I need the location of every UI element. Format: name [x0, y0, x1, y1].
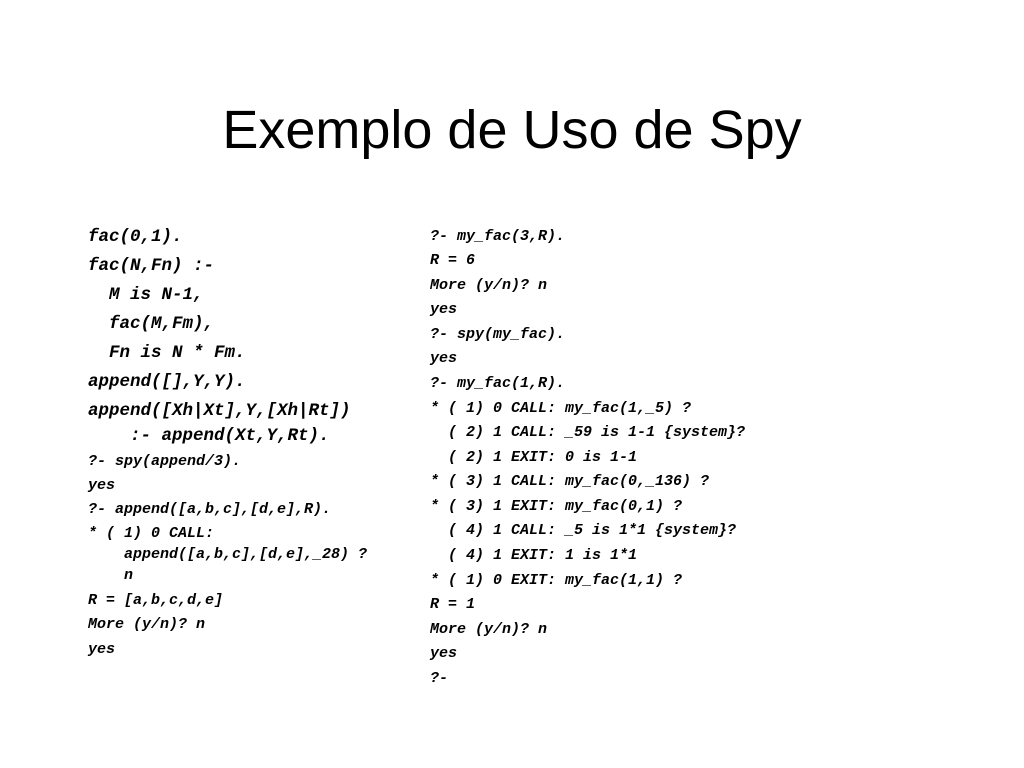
- code-line: yes: [430, 645, 458, 662]
- code-line: append([a,b,c],[d,e],_28) ?: [88, 546, 368, 563]
- code-line: ?- append([a,b,c],[d,e],R).: [88, 501, 332, 518]
- code-line: fac(0,1).: [88, 227, 183, 247]
- code-line: ( 2) 1 CALL: _59 is 1-1 {system}?: [430, 424, 746, 441]
- code-line: ?- spy(append/3).: [88, 453, 242, 470]
- code-line: ( 2) 1 EXIT: 0 is 1-1: [430, 449, 638, 466]
- code-line: yes: [88, 641, 116, 658]
- code-line: R = [a,b,c,d,e]: [88, 592, 224, 609]
- code-line: Fn is N * Fm.: [88, 343, 246, 363]
- code-line: ( 4) 1 EXIT: 1 is 1*1: [430, 547, 638, 564]
- code-line: :- append(Xt,Y,Rt).: [88, 426, 330, 446]
- slide-title: Exemplo de Uso de Spy: [222, 100, 802, 160]
- code-line: * ( 3) 1 CALL: my_fac(0,_136) ?: [430, 473, 710, 490]
- code-line: M is N-1,: [88, 285, 204, 305]
- code-line: ?- spy(my_fac).: [430, 326, 566, 343]
- code-line: * ( 1) 0 EXIT: my_fac(1,1) ?: [430, 572, 683, 589]
- code-line: yes: [430, 350, 458, 367]
- code-line: R = 1: [430, 596, 476, 613]
- code-line: append([Xh|Xt],Y,[Xh|Rt]): [88, 401, 351, 421]
- code-line: n: [88, 567, 134, 584]
- code-line: ?-: [430, 670, 449, 687]
- code-line: ?- my_fac(1,R).: [430, 375, 566, 392]
- code-line: R = 6: [430, 252, 476, 269]
- code-line: ?- my_fac(3,R).: [430, 228, 566, 245]
- code-line: * ( 1) 0 CALL:: [88, 525, 215, 542]
- code-line: More (y/n)? n: [430, 277, 548, 294]
- code-line: ( 4) 1 CALL: _5 is 1*1 {system}?: [430, 522, 737, 539]
- code-line: yes: [88, 477, 116, 494]
- code-line: More (y/n)? n: [88, 616, 206, 633]
- code-line: append([],Y,Y).: [88, 372, 246, 392]
- code-line: fac(N,Fn) :-: [88, 256, 215, 276]
- code-line: yes: [430, 301, 458, 318]
- code-line: More (y/n)? n: [430, 621, 548, 638]
- code-line: * ( 1) 0 CALL: my_fac(1,_5) ?: [430, 400, 692, 417]
- code-line: fac(M,Fm),: [88, 314, 215, 334]
- code-line: * ( 3) 1 EXIT: my_fac(0,1) ?: [430, 498, 683, 515]
